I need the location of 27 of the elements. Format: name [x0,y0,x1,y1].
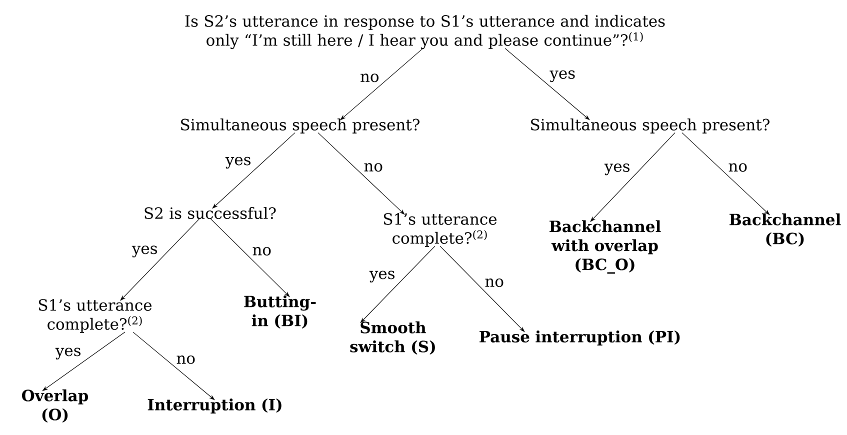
edge-label: yes [603,162,632,176]
outcome-label: Backchannel (BC) [730,213,841,247]
edge-label: no [359,72,380,84]
question-label: S1’s utterance complete?$^{(2)}$ [39,299,152,333]
question-label: Is S2’s utterance in response to S1’s utterance and indicates only “I’m still here / I hear you and please continue”?$^{(1)}$ [185,14,665,50]
arrow [120,218,200,301]
question-label: Simultaneous speech present? [531,118,770,134]
edge-label: no [251,246,273,256]
outcome-label: Interruption (I) [148,398,282,414]
edge-label: yes [54,346,82,360]
arrow [318,132,405,215]
question-label: S2 is successful? [144,207,276,219]
edge-label: yes [548,69,577,84]
edge-label: no [362,162,384,173]
outcome-label: Overlap (O) [22,389,88,423]
edge-label: no [175,354,197,365]
edge-label: yes [368,270,396,284]
outcome-label: Butting-in (BI) [244,295,316,329]
edge-label: yes [130,244,159,258]
outcome-label: Backchannel with overlap (BC_O) [550,220,661,274]
outcome-label: Pause interruption (PI) [480,330,680,346]
outcome-label: Smooth switch (S) [350,321,435,355]
edge-label: no [484,278,506,288]
question-label: Simultaneous speech present? [181,118,420,134]
edge-label: no [727,162,749,173]
edge-label: yes [224,156,252,170]
question-label: S1’s utterance complete?$^{(2)}$ [384,213,497,247]
